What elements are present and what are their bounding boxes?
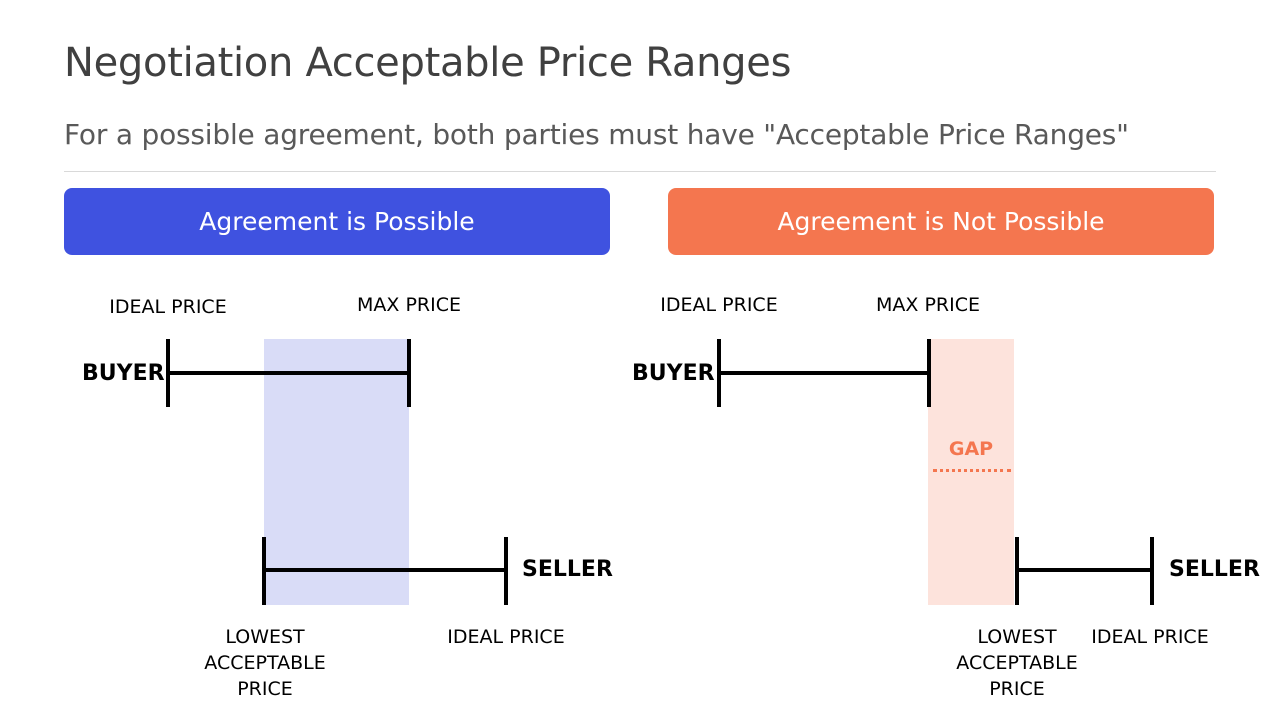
buyer-max-tick (927, 339, 931, 407)
buyer-label: BUYER (82, 361, 165, 386)
seller-range-line (1017, 568, 1154, 572)
buyer-ideal-price-label: IDEAL PRICE (109, 296, 227, 318)
page-title: Negotiation Acceptable Price Ranges (64, 40, 792, 86)
seller-label: SELLER (522, 557, 613, 582)
seller-lowest-tick (262, 537, 266, 605)
buyer-ideal-tick (717, 339, 721, 407)
not-possible-header: Agreement is Not Possible (668, 188, 1214, 255)
seller-ideal-tick (504, 537, 508, 605)
buyer-ideal-tick (166, 339, 170, 407)
buyer-max-price-label: MAX PRICE (876, 294, 980, 316)
seller-ideal-price-label: IDEAL PRICE (1091, 626, 1209, 648)
buyer-max-price-label: MAX PRICE (357, 294, 461, 316)
gap-dotted-line (933, 469, 1011, 472)
seller-lowest-acceptable-label: LOWEST ACCEPTABLE PRICE (956, 626, 1078, 700)
buyer-label: BUYER (632, 361, 715, 386)
seller-lowest-acceptable-label: LOWEST ACCEPTABLE PRICE (204, 626, 326, 700)
possible-overlap-zone (264, 339, 409, 605)
buyer-max-tick (407, 339, 411, 407)
seller-lowest-tick (1015, 537, 1019, 605)
seller-label: SELLER (1169, 557, 1260, 582)
buyer-range-line (719, 371, 931, 375)
possible-header-label: Agreement is Possible (199, 207, 475, 236)
seller-ideal-tick (1150, 537, 1154, 605)
buyer-range-line (168, 371, 411, 375)
seller-ideal-price-label: IDEAL PRICE (447, 626, 565, 648)
seller-range-line (264, 568, 508, 572)
page-subtitle: For a possible agreement, both parties m… (64, 118, 1129, 151)
buyer-ideal-price-label: IDEAL PRICE (660, 294, 778, 316)
possible-header: Agreement is Possible (64, 188, 610, 255)
gap-label: GAP (948, 438, 994, 460)
title-divider (64, 171, 1216, 172)
gap-zone (928, 339, 1014, 605)
not-possible-header-label: Agreement is Not Possible (777, 207, 1105, 236)
